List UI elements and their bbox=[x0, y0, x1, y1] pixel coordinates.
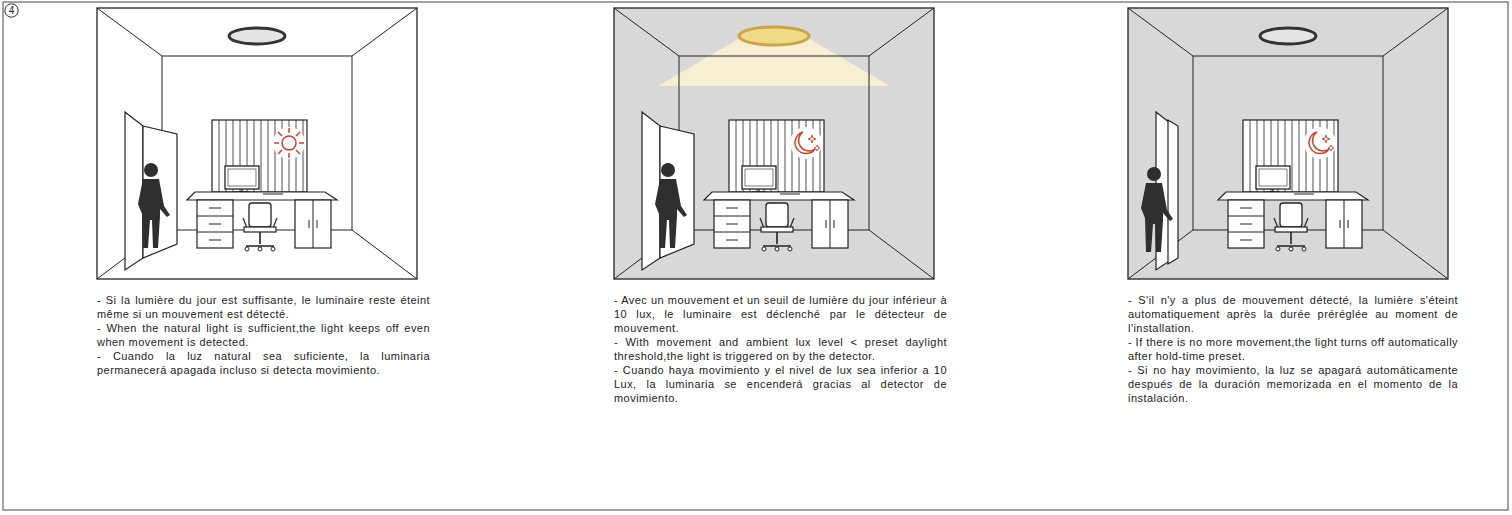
caption-text: - If there is no more movement,the light… bbox=[1128, 335, 1458, 363]
caption-text: - Avec un mouvement et un seuil de lumiè… bbox=[614, 293, 947, 335]
ceiling-lamp-lit bbox=[739, 27, 809, 45]
caption-text: - Si la lumière du jour est suffisante, … bbox=[97, 293, 430, 321]
caption-text: - Cuando la luz natural sea suficiente, … bbox=[97, 349, 430, 377]
callout-circle-shape bbox=[5, 4, 18, 17]
caption-text: - With movement and ambient lux level < … bbox=[614, 335, 947, 363]
caption-block: - S'il n'y a plus de mouvement détecté, … bbox=[1128, 293, 1458, 405]
callout-label: 4 bbox=[4, 3, 19, 18]
room-light-off bbox=[1128, 8, 1448, 279]
caption-block: - Si la lumière du jour est suffisante, … bbox=[97, 293, 430, 377]
room-daylight bbox=[97, 8, 417, 279]
door-opening bbox=[642, 112, 660, 270]
sun-symbol bbox=[273, 127, 305, 159]
room-light-on bbox=[614, 8, 934, 279]
door-opening bbox=[125, 112, 143, 270]
caption-text: - S'il n'y a plus de mouvement détecté, … bbox=[1128, 293, 1458, 335]
callout-circle: 4 bbox=[4, 3, 19, 18]
panel-frame: - Si la lumière du jour est suffisante, … bbox=[97, 8, 417, 279]
caption-block: - Avec un mouvement et un seuil de lumiè… bbox=[614, 293, 947, 405]
panel-frame: - S'il n'y a plus de mouvement détecté, … bbox=[1128, 8, 1448, 279]
caption-text: - Cuando haya movimiento y el nivel de l… bbox=[614, 363, 947, 405]
caption-text: - When the natural light is sufficient,t… bbox=[97, 321, 430, 349]
callout-number: 4 bbox=[9, 5, 15, 16]
panel-frame: - Avec un mouvement et un seuil de lumiè… bbox=[614, 8, 934, 279]
door-leaf bbox=[1168, 120, 1178, 264]
caption-text: - Si no hay movimiento, la luz se apagar… bbox=[1128, 363, 1458, 405]
outer-border bbox=[3, 2, 1508, 510]
